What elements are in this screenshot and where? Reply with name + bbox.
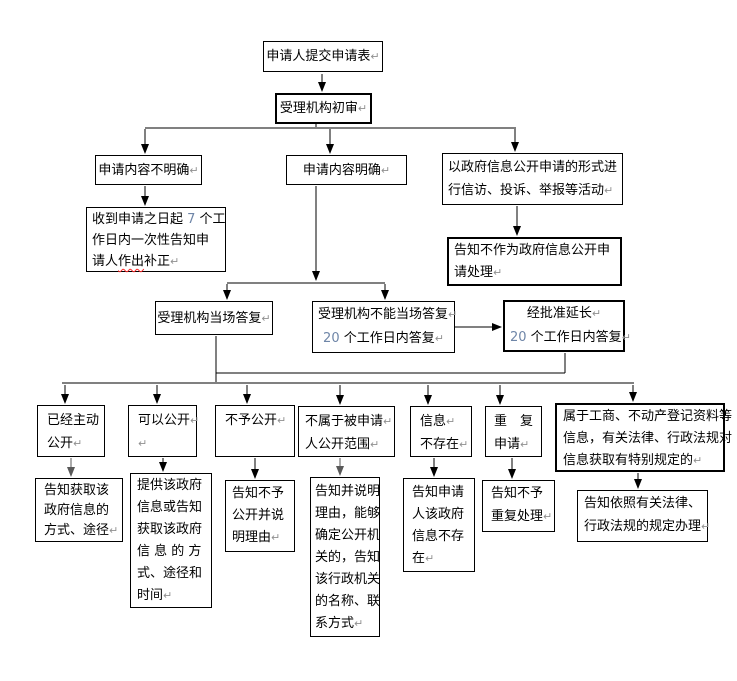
node-text: 经批准延长↵20 个工作日内答复↵ xyxy=(510,306,631,345)
node-content-unclear: 申请内容不明确↵ xyxy=(95,155,202,185)
node-petition-form: 以政府信息公开申请的形式进行信访、投诉、举报等活动↵ xyxy=(442,153,623,205)
node-answer-by-law: 告知依照有关法律、行政法规的规定办理↵ xyxy=(577,490,711,542)
node-text: 受理机构不能当场答复↵20 个工作日内答复↵ xyxy=(318,307,458,346)
node-text: 申请内容不明确↵ xyxy=(98,162,199,178)
node-applicant-submit: 申请人提交申请表↵ xyxy=(263,41,383,72)
node-info-not-exist: 信息↵不存在↵ xyxy=(410,406,472,457)
node-reply-20days: 受理机构不能当场答复↵20 个工作日内答复↵ xyxy=(312,301,458,353)
node-text: 以政府信息公开申请的形式进行信访、投诉、举报等活动↵ xyxy=(448,160,618,198)
node-text: 告知申请人该政府信息不存在↵ xyxy=(412,485,465,566)
node-text: 告知不作为政府信息公开申请处理↵ xyxy=(454,243,611,280)
node-already-public: 已经主动公开↵ xyxy=(37,405,105,457)
node-text: 可以公开↵↵ xyxy=(138,413,200,450)
node-text: 受理机构当场答复↵ xyxy=(157,310,271,326)
node-not-in-scope: 不属于被申请↵人公开范围↵ xyxy=(298,406,395,457)
node-text: 属于工商、不动产登记资料等信息，有关法律、行政法规对信息获取有特别规定的↵ xyxy=(563,409,733,468)
node-not-public: 不予公开↵ xyxy=(215,405,295,457)
node-answer-explain-agency: 告知并说明理由，能够确定公开机关的，告知该行政机关的名称、联系方式↵ xyxy=(310,477,380,637)
node-text: 告知依照有关法律、行政法规的规定办理↵ xyxy=(584,496,711,534)
node-special-regulation: 属于工商、不动产登记资料等信息，有关法律、行政法规对信息获取有特别规定的↵ xyxy=(555,403,733,472)
node-not-treated-as-request: 告知不作为政府信息公开申请处理↵ xyxy=(447,237,622,286)
node-reply-onsite: 受理机构当场答复↵ xyxy=(155,301,273,335)
node-repeat-request: 重 复申请↵ xyxy=(485,406,542,457)
node-text: 告知不予公开并说明理由↵ xyxy=(232,486,285,545)
node-text: 申请人提交申请表↵ xyxy=(266,49,380,64)
node-initial-review: 受理机构初审↵ xyxy=(275,93,372,124)
node-text: 重 复申请↵ xyxy=(494,414,534,452)
node-can-public: 可以公开↵↵ xyxy=(128,405,200,457)
node-text: 申请内容明确↵ xyxy=(302,162,391,178)
node-text: 告知不予重复处理↵ xyxy=(491,486,553,524)
node-answer-way-channel: 告知获取该政府信息的方式、途径↵ xyxy=(35,478,123,542)
node-text: 不予公开↵ xyxy=(225,413,287,428)
node-answer-provide-info: 提供该政府信息或告知获取该政府信 息 的 方式、途径和时间↵ xyxy=(130,473,212,608)
node-answer-reason: 告知不予公开并说明理由↵ xyxy=(225,480,295,552)
node-text: 不属于被申请↵人公开范围↵ xyxy=(305,414,393,452)
node-text: 提供该政府信息或告知获取该政府信 息 的 方式、途径和时间↵ xyxy=(137,478,203,603)
node-text: 告知获取该政府信息的方式、途径↵ xyxy=(44,483,119,538)
node-answer-not-exist: 告知申请人该政府信息不存在↵ xyxy=(403,478,475,572)
node-text: 告知并说明理由，能够确定公开机关的，告知该行政机关的名称、联系方式↵ xyxy=(315,484,381,631)
node-text: 信息↵不存在↵ xyxy=(420,414,469,452)
node-text: 已经主动公开↵ xyxy=(47,413,100,451)
node-text: 收到申请之日起 7 个工作日内一次性告知申请人作出补正↵ xyxy=(92,212,226,269)
node-notify-correction: 收到申请之日起 7 个工作日内一次性告知申请人作出补正↵ xyxy=(86,207,226,272)
node-extended-20days: 经批准延长↵20 个工作日内答复↵ xyxy=(503,300,631,352)
node-content-clear: 申请内容明确↵ xyxy=(286,155,407,185)
node-text: 受理机构初审↵ xyxy=(279,101,368,116)
node-answer-no-repeat: 告知不予重复处理↵ xyxy=(482,480,555,532)
